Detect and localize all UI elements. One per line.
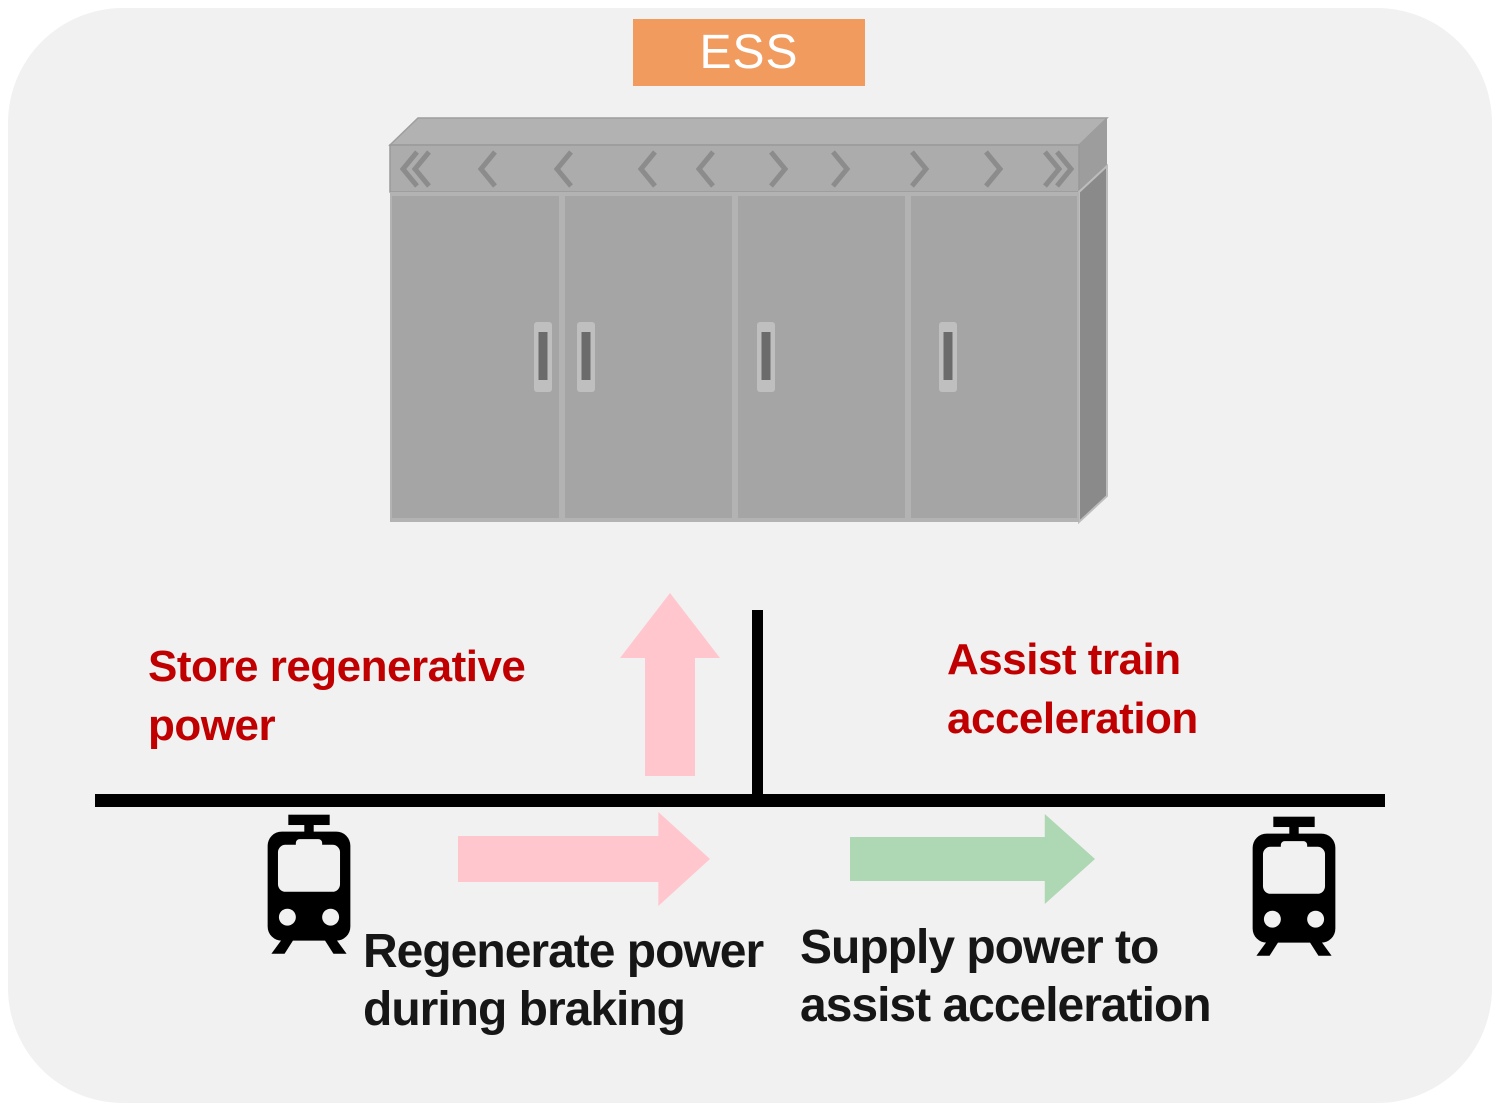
cabinet-vent-slab bbox=[389, 144, 1080, 193]
assist-train-acceleration-label: Assist train acceleration bbox=[947, 635, 1198, 743]
cabinet-side-face bbox=[1078, 163, 1108, 525]
cabinet-doors bbox=[392, 196, 1077, 518]
braking-train-icon bbox=[267, 814, 351, 954]
ess-connector-line bbox=[752, 610, 763, 802]
regenerate-power-label: Regenerate power during braking bbox=[363, 925, 764, 1036]
accelerating-train-icon bbox=[1252, 816, 1336, 956]
power-line bbox=[95, 794, 1385, 807]
supply-power-label: Supply power to assist acceleration bbox=[800, 921, 1212, 1032]
ess-badge: ESS bbox=[633, 19, 865, 86]
ess-cabinet-icon bbox=[388, 117, 1109, 525]
vent-chevrons-icon bbox=[399, 150, 1075, 188]
cabinet-top-face bbox=[388, 117, 1109, 146]
cabinet-slab-side bbox=[1079, 118, 1107, 192]
door-handles bbox=[534, 322, 957, 392]
store-regenerative-power-label: Store regenerative power bbox=[148, 642, 526, 750]
ess-badge-label: ESS bbox=[699, 26, 799, 79]
